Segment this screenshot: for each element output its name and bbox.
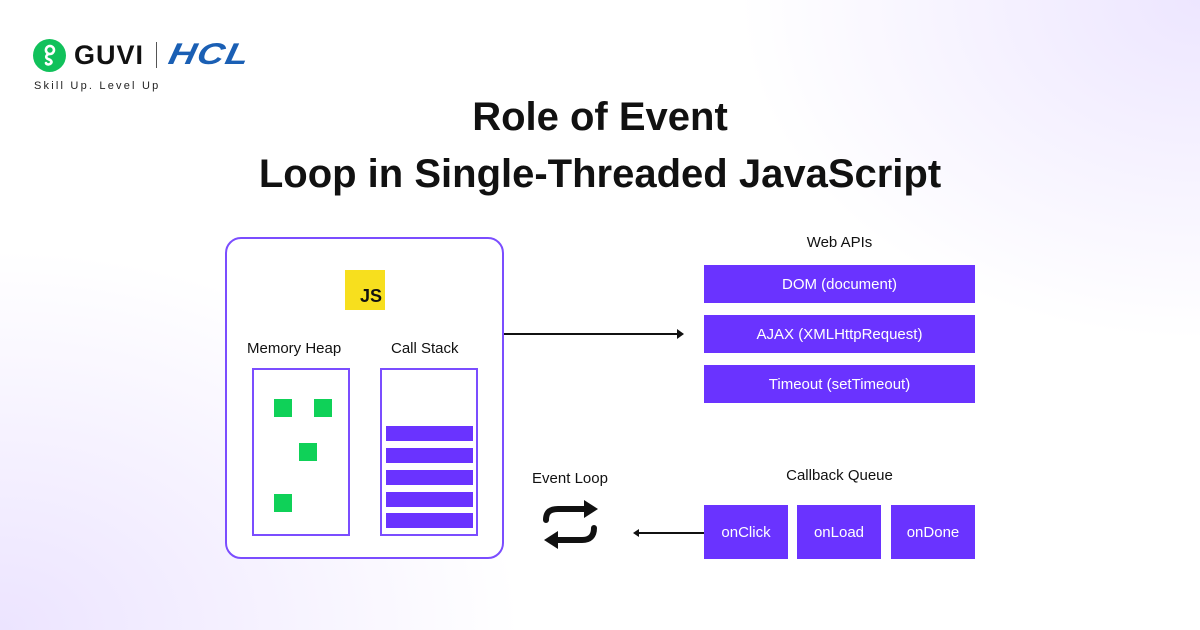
heap-object	[314, 399, 332, 417]
stack-frame	[386, 426, 473, 441]
web-api-ajax: AJAX (XMLHttpRequest)	[704, 315, 975, 353]
heap-object	[274, 399, 292, 417]
web-api-timeout: Timeout (setTimeout)	[704, 365, 975, 403]
web-apis-label: Web APIs	[806, 234, 873, 251]
page-title-line-1: Role of Event	[472, 95, 728, 139]
heap-object	[274, 494, 292, 512]
repeat-loop-icon	[538, 498, 604, 556]
brand-header: GUVI HCL	[33, 38, 253, 72]
callback-onload: onLoad	[797, 505, 881, 559]
event-loop-label: Event Loop	[532, 470, 608, 487]
page-title-line-2: Loop in Single-Threaded JavaScript	[258, 152, 942, 196]
stack-frame	[386, 448, 473, 463]
javascript-logo-icon: JS	[345, 270, 385, 310]
arrow-head-left-icon	[633, 528, 639, 537]
guvi-logo-icon	[33, 38, 66, 72]
heap-object	[299, 443, 317, 461]
hcl-brand-name: HCL	[165, 38, 254, 71]
guvi-brand-name: GUVI	[74, 39, 145, 70]
arrow-head-right-icon	[677, 329, 684, 339]
callback-onclick: onClick	[704, 505, 788, 559]
brand-tagline: Skill Up. Level Up	[34, 80, 161, 92]
brand-divider	[156, 42, 158, 68]
arrow-to-event-loop	[638, 532, 704, 534]
stack-frame	[386, 492, 473, 507]
callback-ondone: onDone	[891, 505, 975, 559]
arrow-to-web-apis	[504, 333, 678, 335]
callback-queue-label: Callback Queue	[786, 467, 893, 484]
stack-frame	[386, 470, 473, 485]
memory-heap-label: Memory Heap	[247, 340, 342, 357]
stack-frame	[386, 513, 473, 528]
call-stack-label: Call Stack	[391, 340, 459, 357]
web-api-dom: DOM (document)	[704, 265, 975, 303]
